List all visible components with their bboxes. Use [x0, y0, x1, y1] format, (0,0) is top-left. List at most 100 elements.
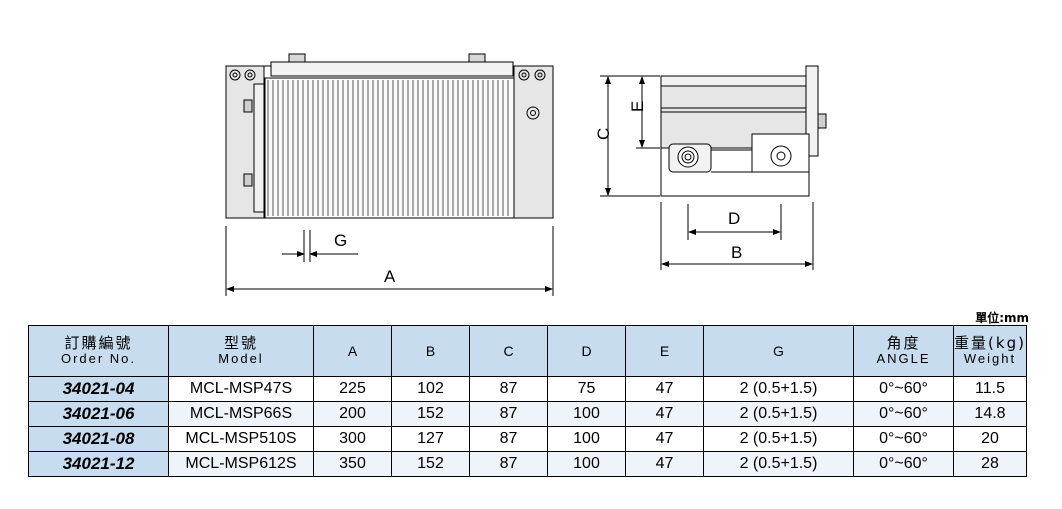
cell-angle: 0°~60°: [853, 426, 954, 452]
cell-e: 47: [625, 426, 704, 452]
cell-angle: 0°~60°: [853, 451, 954, 477]
dim-label-b: B: [731, 243, 742, 262]
table-header-cell: D: [547, 325, 626, 377]
header-zh: 角度: [886, 334, 921, 352]
cell-weight: 14.8: [953, 401, 1027, 427]
table-header-cell: B: [391, 325, 470, 377]
dim-g: [282, 230, 358, 262]
left-screw-top: [243, 99, 253, 113]
cell-c: 87: [469, 451, 548, 477]
cell-order: 34021-12: [28, 451, 169, 477]
right-circle-3: [526, 106, 540, 120]
cell-e: 47: [625, 376, 704, 402]
table-header-cell: 重量(kg)Weight: [953, 325, 1027, 377]
unit-note: 單位:mm: [975, 311, 1029, 325]
dim-label-e: E: [628, 101, 647, 112]
hinge-right-circle: [770, 145, 792, 167]
cell-d: 100: [547, 401, 626, 427]
left-circle-1: [229, 69, 241, 81]
table-header-cell: E: [625, 325, 704, 377]
cell-e: 47: [625, 451, 704, 477]
cell-a: 225: [313, 376, 392, 402]
cell-d: 75: [547, 376, 626, 402]
cell-g: 2 (0.5+1.5): [703, 451, 854, 477]
dim-c: [600, 75, 660, 197]
technical-drawing: G A: [225, 53, 827, 296]
right-end-block: [513, 65, 554, 219]
cell-b: 102: [391, 376, 470, 402]
cell-b: 152: [391, 451, 470, 477]
header-en: Order No.: [60, 351, 137, 366]
front-view: [225, 53, 554, 219]
top-bar: [270, 61, 514, 77]
cell-weight: 11.5: [953, 376, 1027, 402]
cell-weight: 28: [953, 451, 1027, 477]
cell-b: 127: [391, 426, 470, 452]
dim-label-g: G: [334, 231, 347, 250]
table-header-cell: C: [469, 325, 548, 377]
cell-g: 2 (0.5+1.5): [703, 376, 854, 402]
cell-c: 87: [469, 401, 548, 427]
cell-model: MCL-MSP66S: [168, 401, 314, 427]
dim-b: [660, 202, 814, 270]
right-circle-2: [534, 69, 546, 81]
side-screw: [817, 113, 827, 129]
cell-order: 34021-04: [28, 376, 169, 402]
dim-label-d: D: [728, 209, 740, 228]
dim-a: [225, 226, 554, 296]
cell-a: 350: [313, 451, 392, 477]
header-zh: 型號: [223, 334, 258, 352]
top-knob-right: [468, 53, 486, 63]
cell-angle: 0°~60°: [853, 376, 954, 402]
fin-region: [264, 77, 515, 219]
dim-label-a: A: [384, 267, 396, 286]
table-header-cell: G: [703, 325, 854, 377]
side-top-plate: [660, 75, 810, 87]
header-en: Model: [218, 351, 264, 366]
dim-label-c: C: [594, 128, 613, 140]
cell-a: 200: [313, 401, 392, 427]
cell-order: 34021-06: [28, 401, 169, 427]
cell-g: 2 (0.5+1.5): [703, 401, 854, 427]
header-en: Weight: [963, 351, 1017, 366]
table-header-cell: A: [313, 325, 392, 377]
cell-order: 34021-08: [28, 426, 169, 452]
header-zh: 訂購編號: [64, 334, 133, 352]
header-zh: 重量(kg): [954, 334, 1026, 352]
left-circle-2: [244, 69, 256, 81]
cell-d: 100: [547, 426, 626, 452]
side-view: [660, 65, 827, 197]
cell-d: 100: [547, 451, 626, 477]
cell-model: MCL-MSP612S: [168, 451, 314, 477]
fins: [267, 80, 509, 216]
drawing-svg: G A: [225, 53, 827, 296]
cell-weight: 20: [953, 426, 1027, 452]
cell-c: 87: [469, 426, 548, 452]
cell-b: 152: [391, 401, 470, 427]
cell-g: 2 (0.5+1.5): [703, 426, 854, 452]
dim-d: [687, 204, 782, 240]
dim-e: [636, 76, 660, 149]
cell-angle: 0°~60°: [853, 401, 954, 427]
header-en: ANGLE: [876, 351, 931, 366]
left-screw-bottom: [243, 173, 253, 187]
hinge-left-circle: [677, 146, 699, 168]
top-knob-left: [288, 53, 306, 63]
left-side-plate: [253, 83, 265, 213]
cell-c: 87: [469, 376, 548, 402]
cell-model: MCL-MSP510S: [168, 426, 314, 452]
right-circle-1: [518, 69, 530, 81]
cell-e: 47: [625, 401, 704, 427]
cell-a: 300: [313, 426, 392, 452]
cell-model: MCL-MSP47S: [168, 376, 314, 402]
